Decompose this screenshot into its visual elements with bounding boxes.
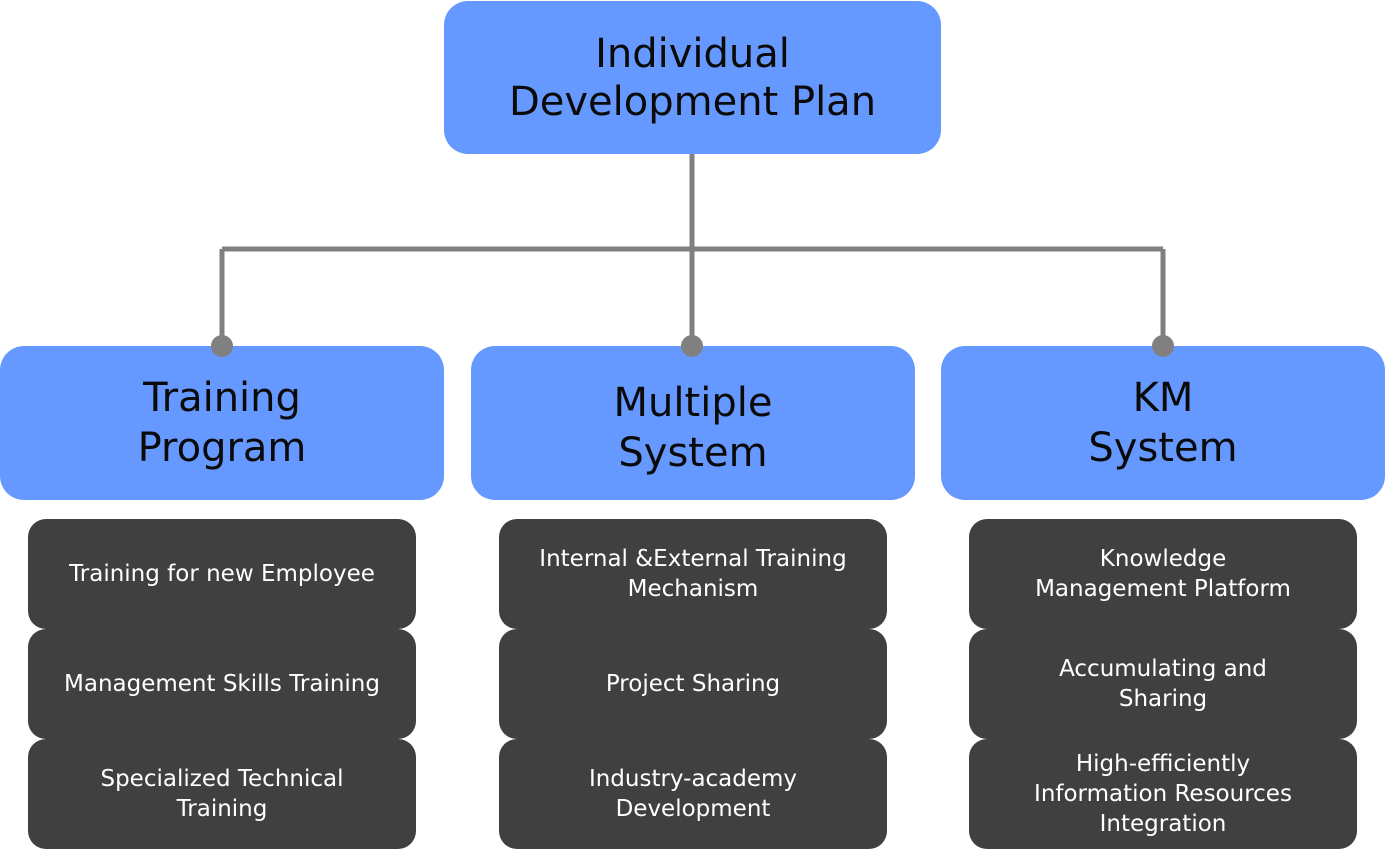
item-text-line: Accumulating and <box>1059 656 1267 682</box>
item-text-line: Information Resources <box>1034 781 1292 807</box>
item-text-line: High-efficiently <box>1075 751 1251 777</box>
item-training-for-new-employee: Training for new Employee <box>28 519 416 629</box>
category-title-line: System <box>1088 425 1238 471</box>
item-text-line: Knowledge <box>1099 546 1227 572</box>
item-knowledge-management-platform: Knowledge Management Platform <box>969 519 1357 629</box>
item-text-line: Sharing <box>1118 686 1208 712</box>
root-title-line-1: Individual <box>595 30 790 77</box>
root-node: Individual Development Plan <box>444 1 941 154</box>
item-management-skills-training: Management Skills Training <box>28 629 416 739</box>
category-title-line: KM <box>1132 375 1194 421</box>
item-high-efficiently-information-resources-integration: High-efficiently Information Resources I… <box>969 739 1357 849</box>
item-internal-external-training-mechanism: Internal &External Training Mechanism <box>499 519 887 629</box>
category-node-training-program: Training Program <box>0 346 444 500</box>
item-text-line: Internal &External Training <box>539 546 847 572</box>
item-text-line: Project Sharing <box>605 671 781 697</box>
category-node-multiple-system: Multiple System <box>471 346 915 500</box>
item-text-line: Integration <box>1099 811 1227 837</box>
item-text-line: Training <box>176 796 268 822</box>
category-title-line: Multiple <box>613 380 773 426</box>
item-industry-academy-development: Industry-academy Development <box>499 739 887 849</box>
item-text-line: Industry-academy <box>588 766 798 792</box>
item-text-line: Management Platform <box>1035 576 1291 602</box>
category-title-line: Training <box>143 375 301 421</box>
item-text-line: Training for new Employee <box>69 561 375 587</box>
root-title-line-2: Development Plan <box>508 78 877 125</box>
item-specialized-technical-training: Specialized Technical Training <box>28 739 416 849</box>
category-title-line: System <box>618 430 768 476</box>
item-text-line: Management Skills Training <box>64 671 380 697</box>
category-title-line: Program <box>137 425 307 471</box>
item-accumulating-and-sharing: Accumulating and Sharing <box>969 629 1357 739</box>
item-text-line: Specialized Technical <box>100 766 344 792</box>
item-text-line: Mechanism <box>627 576 759 602</box>
category-node-km-system: KM System <box>941 346 1385 500</box>
item-text-line: Development <box>615 796 771 822</box>
item-project-sharing: Project Sharing <box>499 629 887 739</box>
